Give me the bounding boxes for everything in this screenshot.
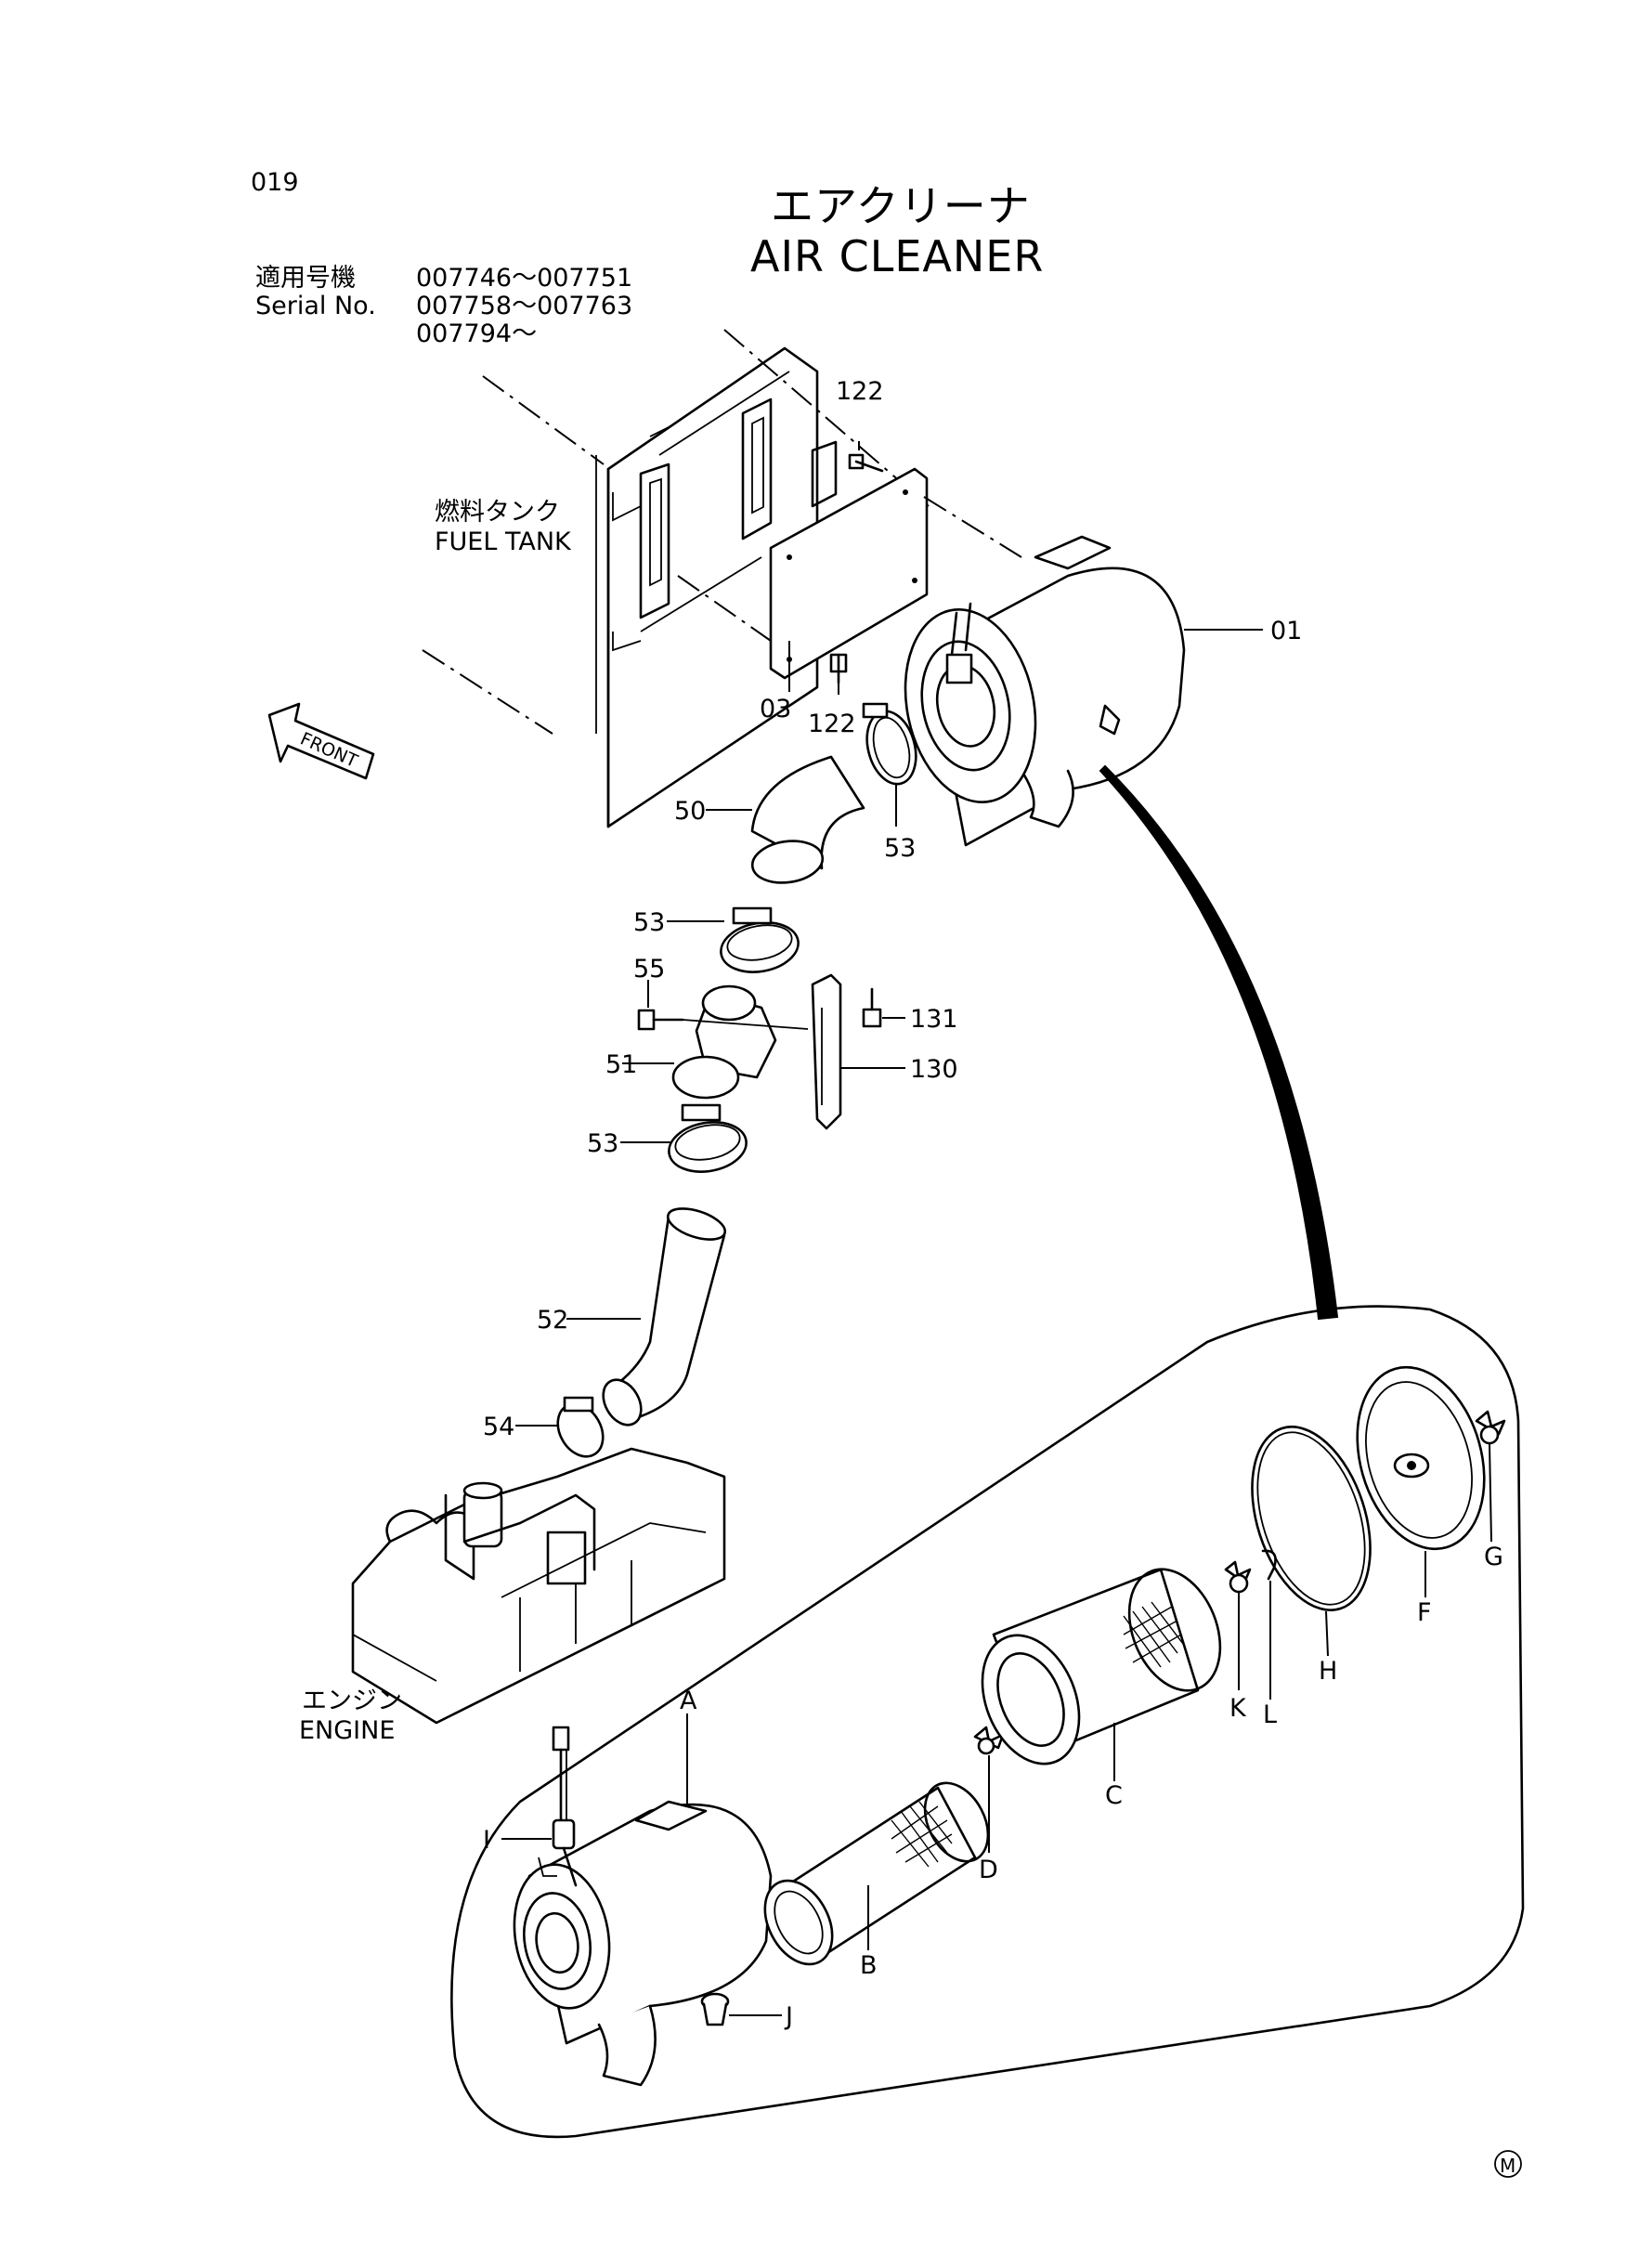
part-51-adapter-pipe	[622, 984, 777, 1100]
part-L-clip	[1261, 1549, 1277, 1700]
fuel-tank-label-english: FUEL TANK	[435, 528, 572, 556]
label-K: K	[1229, 1694, 1247, 1723]
label-L: L	[1263, 1700, 1277, 1729]
part-B-safety-element	[763, 1781, 990, 1966]
engine-label-japanese: エンジン	[302, 1687, 402, 1715]
label-F: F	[1417, 1598, 1432, 1627]
part-131-bolt	[862, 987, 905, 1028]
page-number: 019	[251, 168, 299, 197]
front-direction-arrow-icon: FRONT	[267, 702, 375, 780]
label-50: 50	[674, 797, 706, 826]
label-54: 54	[483, 1413, 514, 1441]
part-53-hose-clamp-upper	[862, 702, 917, 827]
revision-mark-letter: M	[1500, 2155, 1515, 2177]
fuel-tank-label-japanese: 燃料タンク	[435, 498, 560, 527]
label-C: C	[1105, 1781, 1123, 1810]
part-A-cleaner-housing	[513, 1713, 773, 2087]
part-54-hose-clamp	[515, 1396, 605, 1458]
part-01-air-cleaner-assembly	[904, 535, 1263, 847]
label-130: 130	[910, 1055, 958, 1084]
part-122-bolt-upper	[848, 441, 884, 473]
label-H: H	[1319, 1657, 1337, 1686]
serial-range-1: 007746～007751	[416, 264, 632, 293]
detail-callout-pointer	[1099, 764, 1339, 1321]
part-52-intake-hose	[566, 1207, 727, 1427]
part-122-bolt-lower	[829, 653, 848, 695]
part-53-hose-clamp-middle	[667, 906, 800, 973]
revision-mark: M	[1494, 2150, 1522, 2178]
title-japanese: エアクリーナ	[771, 181, 1031, 231]
part-D-wing-nut	[973, 1726, 1005, 1853]
label-D: D	[979, 1856, 998, 1884]
label-53-lower: 53	[587, 1129, 618, 1158]
serial-range-3: 007794～	[416, 319, 537, 348]
part-I-restriction-indicator	[501, 1726, 578, 1887]
serial-label-japanese: 適用号機	[255, 264, 356, 293]
part-H-gasket	[1251, 1426, 1372, 1657]
label-131: 131	[910, 1005, 958, 1034]
part-03-bracket-plate	[769, 467, 929, 692]
detail-view-enclosure	[450, 1305, 1525, 2139]
label-01: 01	[1270, 617, 1302, 645]
part-K-wing-nut	[1224, 1560, 1252, 1690]
label-122-upper: 122	[836, 377, 884, 406]
title-english: AIR CLEANER	[750, 231, 1044, 281]
part-F-end-cover	[1356, 1365, 1486, 1597]
label-B: B	[860, 1951, 878, 1980]
label-G: G	[1484, 1543, 1503, 1571]
label-J: J	[784, 2002, 793, 2031]
part-J-evacuator-valve	[700, 1992, 782, 2026]
label-55: 55	[633, 955, 665, 984]
label-53-middle: 53	[633, 908, 665, 937]
engine-label-english: ENGINE	[299, 1716, 395, 1745]
part-C-primary-element	[981, 1568, 1222, 1781]
label-52: 52	[537, 1306, 568, 1335]
part-55-bolt	[637, 980, 809, 1031]
label-122-lower: 122	[808, 710, 856, 738]
serial-range-2: 007758～007763	[416, 292, 632, 320]
part-53-hose-clamp-lower	[620, 1103, 748, 1173]
label-51: 51	[605, 1050, 637, 1079]
serial-label-english: Serial No.	[255, 292, 376, 320]
label-A: A	[680, 1687, 697, 1715]
part-G-wing-nut	[1475, 1410, 1506, 1543]
label-53-upper: 53	[884, 834, 916, 863]
label-I: I	[483, 1826, 490, 1855]
part-130-bracket	[811, 973, 905, 1130]
engine-outline	[351, 1447, 726, 1725]
part-50-elbow-hose	[706, 755, 865, 884]
label-03: 03	[760, 695, 791, 723]
